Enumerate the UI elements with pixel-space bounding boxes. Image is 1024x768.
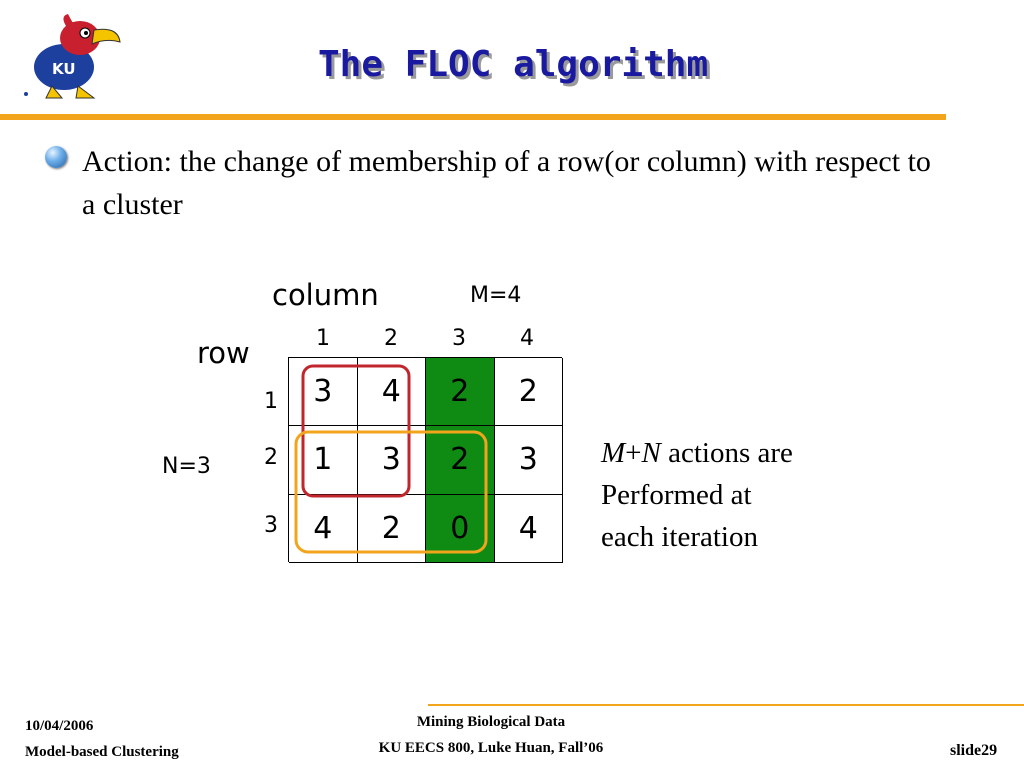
note-rest: actions are bbox=[660, 437, 793, 469]
matrix-cell: 4 bbox=[289, 494, 358, 563]
footer-divider bbox=[428, 704, 1024, 706]
matrix-cell: 4 bbox=[357, 358, 426, 427]
iteration-note: M+N actions are Performed at each iterat… bbox=[601, 432, 901, 558]
col-header: 1 bbox=[316, 326, 330, 351]
note-line3: each iteration bbox=[601, 521, 758, 553]
jayhawk-logo-icon: KU bbox=[24, 14, 121, 99]
matrix-cell: 2 bbox=[494, 358, 563, 427]
m-label: M=4 bbox=[470, 283, 522, 308]
column-label: column bbox=[272, 278, 379, 312]
note-n: N bbox=[641, 437, 661, 469]
matrix-cell: 3 bbox=[494, 426, 563, 495]
footer-date: 10/04/2006 bbox=[25, 718, 94, 734]
note-line2: Performed at bbox=[601, 479, 752, 511]
row-header: 3 bbox=[264, 513, 278, 538]
data-matrix: 3 4 2 2 1 3 2 3 4 2 0 4 bbox=[288, 357, 563, 563]
logo-text: KU bbox=[52, 60, 76, 78]
orange-cluster-outline bbox=[294, 430, 488, 554]
bullet-icon bbox=[45, 146, 67, 168]
row-header: 2 bbox=[264, 445, 278, 470]
matrix-cell: 3 bbox=[357, 426, 426, 495]
col-header: 4 bbox=[520, 326, 534, 351]
title-divider bbox=[0, 114, 946, 120]
footer-course-line2: KU EECS 800, Luke Huan, Fall’06 bbox=[378, 740, 604, 756]
bullet-text: Action: the change of membership of a ro… bbox=[82, 145, 931, 221]
matrix-cell: 2 bbox=[357, 494, 426, 563]
row-header: 1 bbox=[264, 389, 278, 414]
matrix-cell: 3 bbox=[289, 358, 358, 427]
matrix-cell: 1 bbox=[289, 426, 358, 495]
slide-number: slide29 bbox=[950, 742, 998, 759]
col-header: 3 bbox=[452, 326, 466, 351]
matrix-cell-highlighted: 2 bbox=[426, 358, 495, 427]
row-label: row bbox=[197, 336, 250, 370]
note-plus: + bbox=[625, 437, 642, 469]
footer-topic: Model-based Clustering bbox=[25, 744, 179, 760]
n-label: N=3 bbox=[162, 454, 211, 479]
col-header: 2 bbox=[384, 326, 398, 351]
matrix-cell: 4 bbox=[494, 494, 563, 563]
matrix-cell-highlighted: 2 bbox=[426, 426, 495, 495]
note-m: M bbox=[601, 437, 626, 469]
slide-title: The FLOC algorithm bbox=[318, 44, 709, 85]
footer-course-line1: Mining Biological Data bbox=[416, 714, 566, 730]
